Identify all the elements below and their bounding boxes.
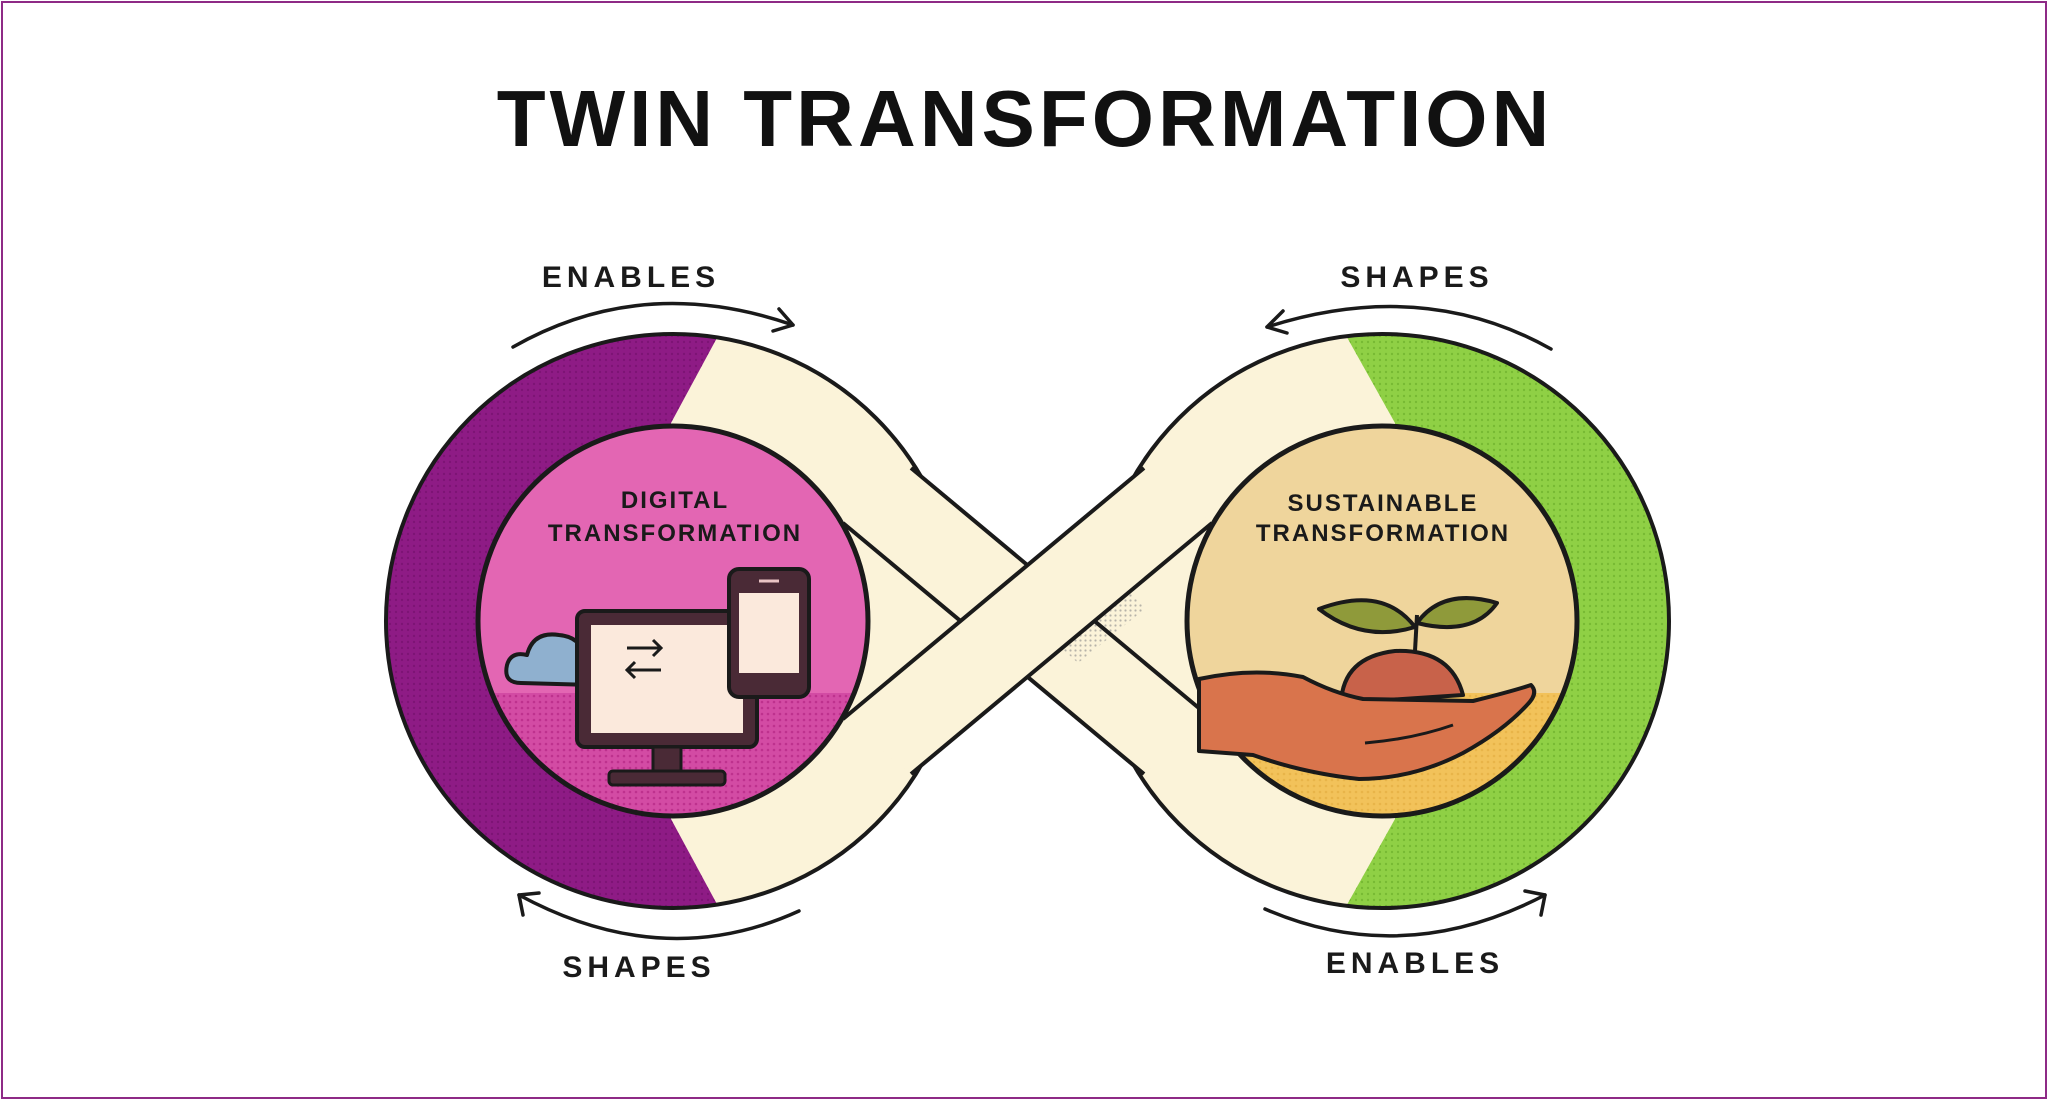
- top-right-shapes-arrow: SHAPES: [1265, 261, 1553, 351]
- sustainable-label-line2: TRANSFORMATION: [1256, 520, 1510, 547]
- smartphone-icon: [727, 567, 811, 699]
- bottom-left-arrow-label: SHAPES: [562, 951, 715, 984]
- sprout-icon: [1317, 596, 1499, 705]
- top-left-arrow-label: ENABLES: [542, 261, 720, 294]
- hand-icon: [1197, 670, 1537, 781]
- sustainable-transformation-node: SUSTAINABLE TRANSFORMATION: [1184, 423, 1580, 819]
- bottom-right-enables-arrow: ENABLES: [1263, 889, 1547, 980]
- sync-arrows-icon: [624, 638, 664, 680]
- infinity-band-ascending: [841, 466, 1214, 776]
- digital-label-line2: TRANSFORMATION: [548, 520, 802, 547]
- top-right-arrow-label: SHAPES: [1340, 261, 1493, 294]
- bottom-left-shapes-arrow: SHAPES: [517, 891, 801, 984]
- monitor-icon: [575, 609, 759, 787]
- diagram-title: TWIN TRANSFORMATION: [496, 74, 1554, 163]
- top-left-enables-arrow: ENABLES: [511, 261, 795, 349]
- digital-label-line1: DIGITAL: [621, 487, 729, 514]
- sustainable-label-line1: SUSTAINABLE: [1288, 490, 1479, 517]
- bottom-right-arrow-label: ENABLES: [1326, 947, 1504, 980]
- infinity-diagram: DIGITAL TRANSFORMATION: [384, 261, 1671, 984]
